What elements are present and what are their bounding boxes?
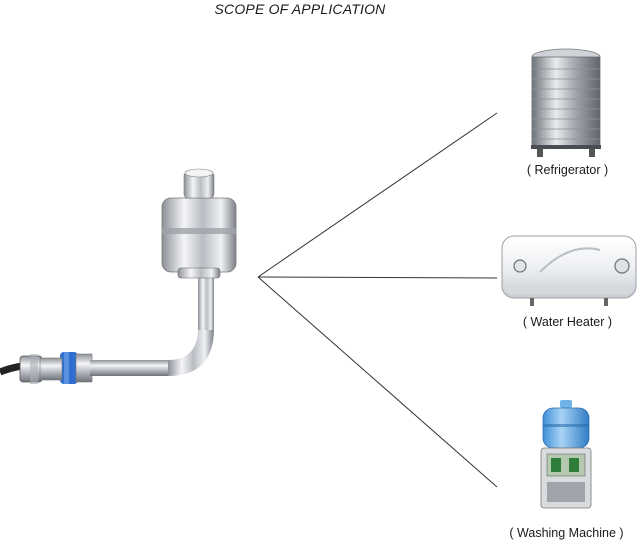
horizontal-tube	[90, 360, 170, 376]
float-body	[161, 197, 237, 273]
caption-washing-machine: ( Washing Machine )	[509, 526, 624, 540]
water-dispenser-image	[540, 400, 592, 509]
page-title: SCOPE OF APPLICATION	[214, 1, 386, 17]
caption-water-heater: ( Water Heater )	[522, 315, 613, 329]
water-heater-image	[501, 235, 637, 306]
cable	[0, 362, 23, 376]
connector-line-washing-machine	[257, 276, 498, 488]
caption-refrigerator: ( Refrigerator )	[526, 163, 609, 177]
water-tank-image	[531, 48, 601, 157]
float-switch-image	[0, 168, 237, 384]
connector-line-refrigerator	[257, 112, 498, 278]
connector-line-water-heater	[257, 276, 498, 279]
tube-bend	[168, 328, 214, 376]
